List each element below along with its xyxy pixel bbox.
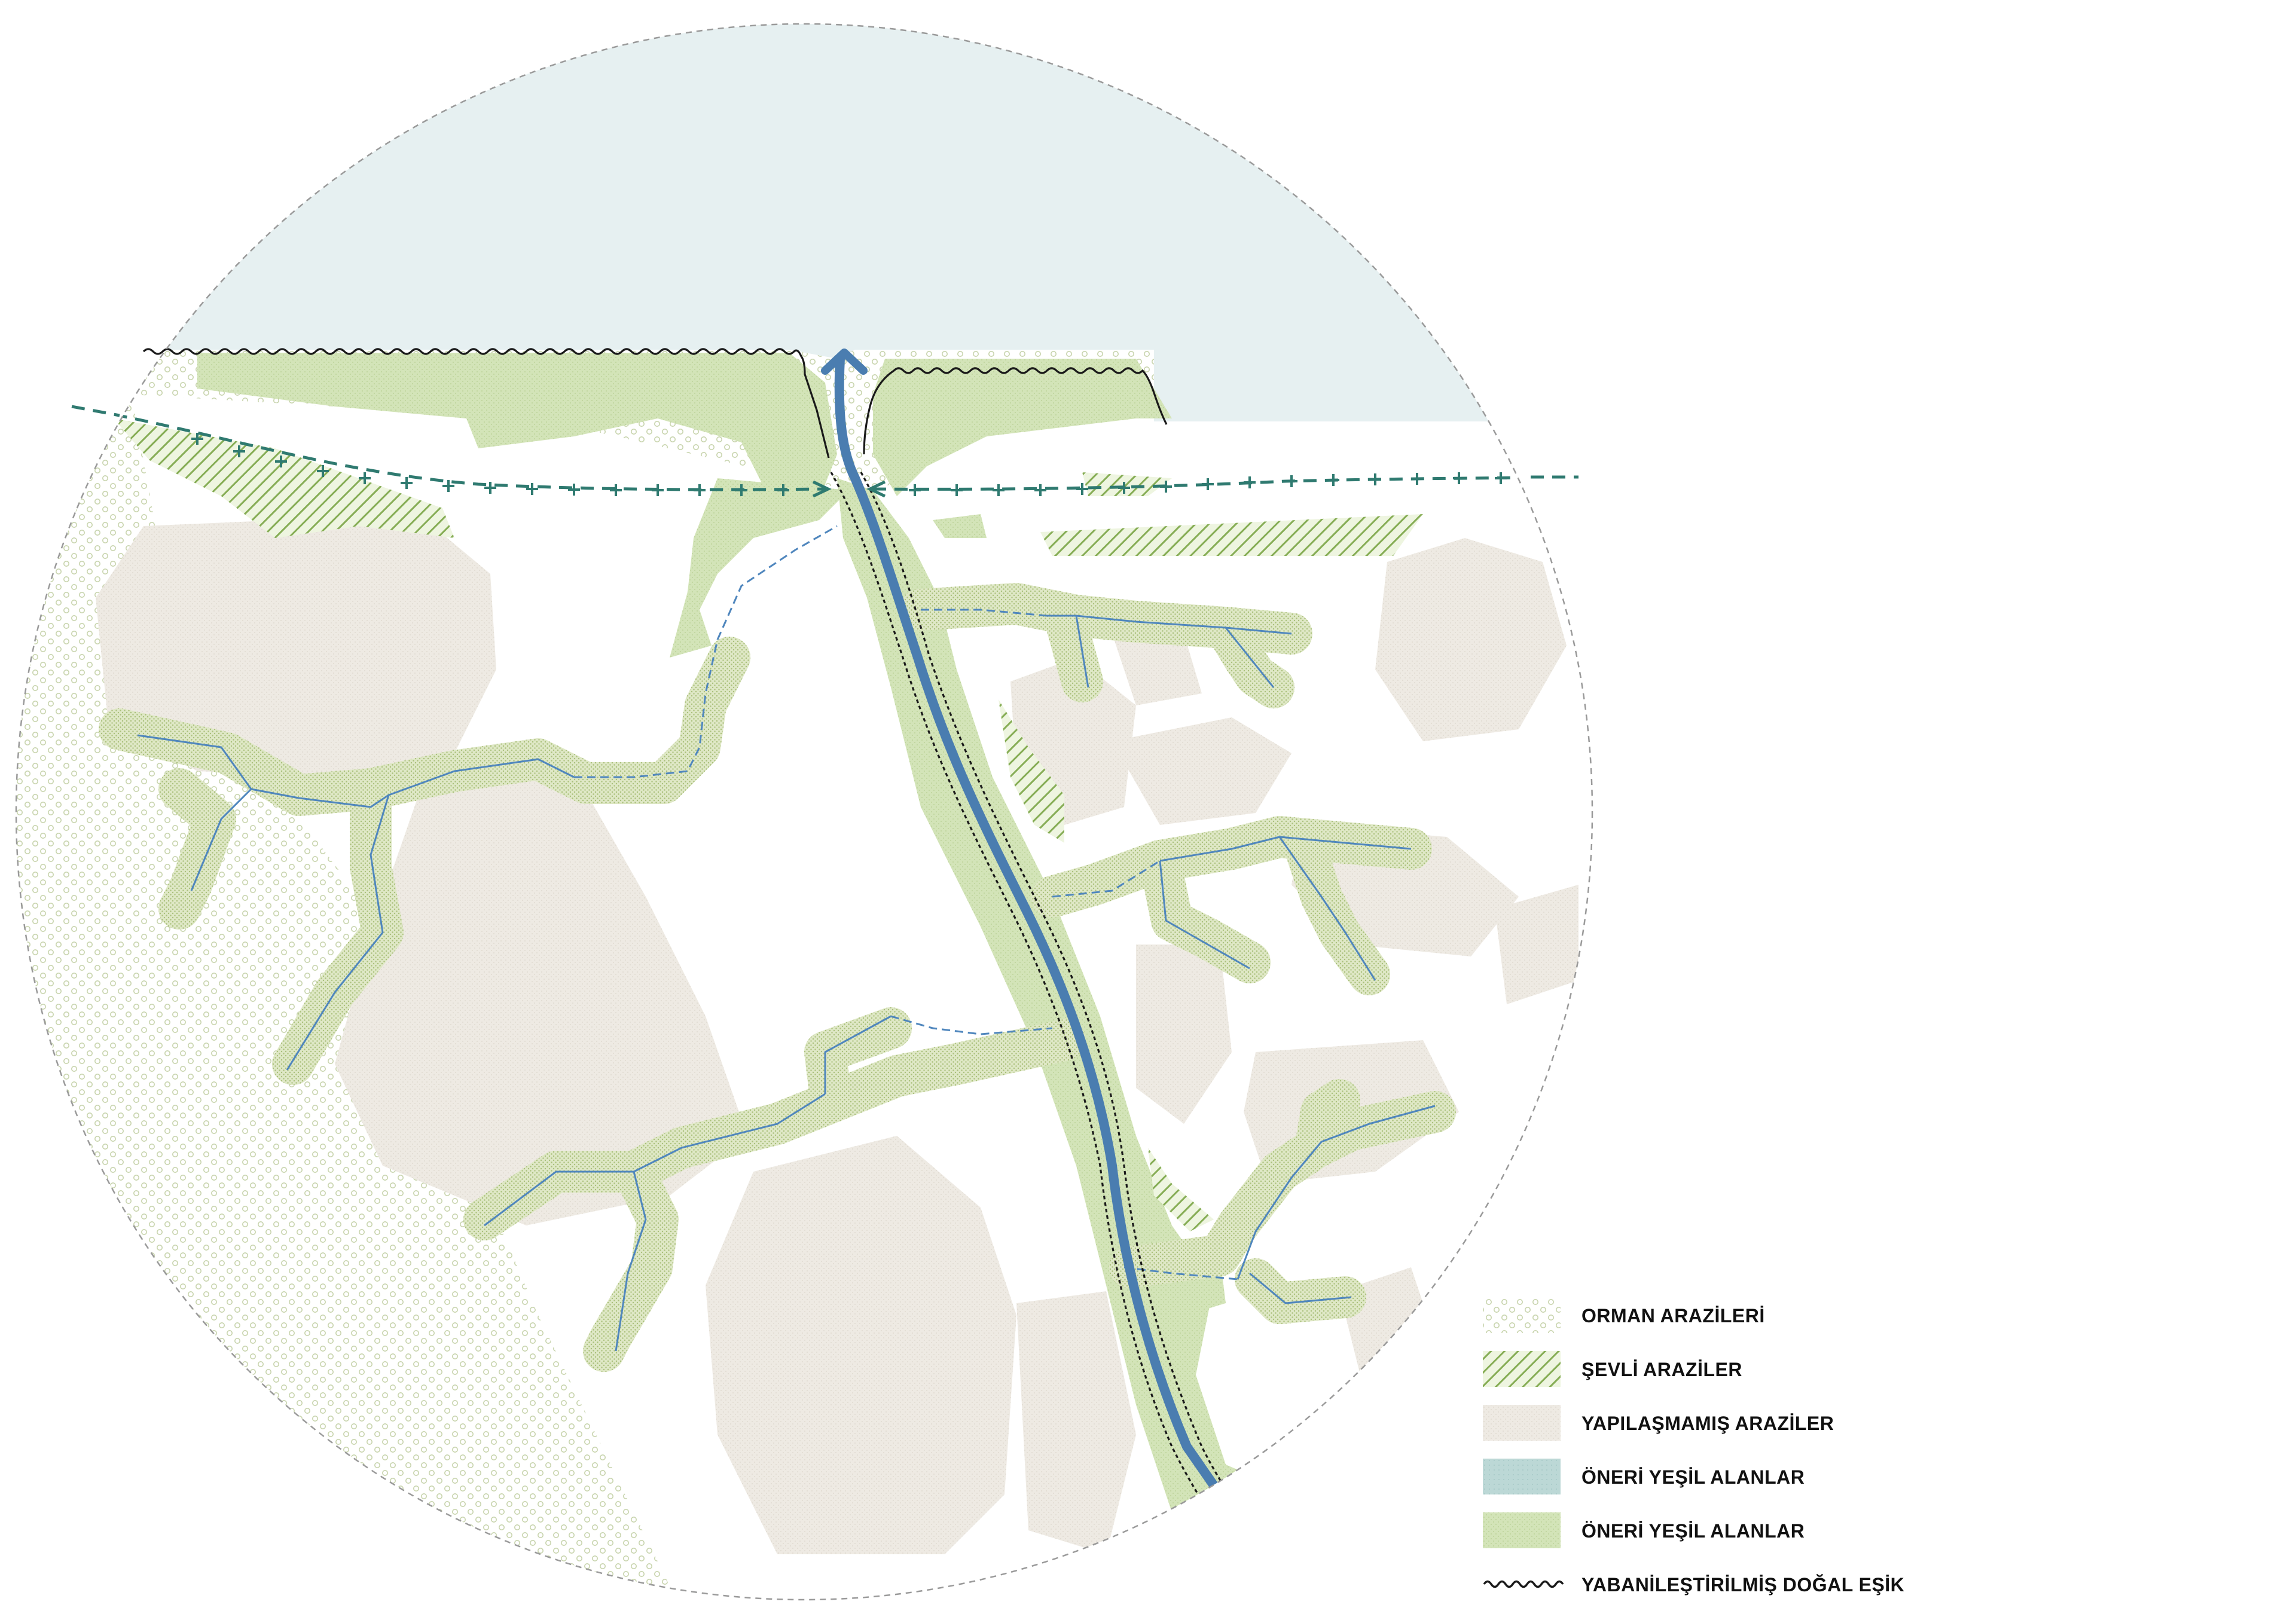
threshold-arrow-right [866,480,886,498]
coast-wild-edge [142,348,830,459]
streams [137,615,1436,1352]
legend: ORMAN ARAZİLERİ ŞEVLİ ARAZİLER YAPILAŞMA… [1483,1297,1904,1596]
undeveloped-lands [96,514,1578,1554]
threshold-arrow-left [812,480,832,498]
coast-wild-edge-right [863,367,1168,455]
legend-label-wild-edge: YABANİLEŞTİRİLMİŞ DOĞAL EŞİK [1581,1574,1904,1596]
slope-lands [114,418,1423,1231]
legend-label-teal-green: ÖNERİ YEŞİL ALANLAR [1581,1466,1805,1488]
legend-swatch-wild-edge [1483,1580,1564,1588]
threshold-line-left [71,405,826,491]
threshold-line-right [872,475,1579,491]
legend-label-undeveloped: YAPILAŞMAMIŞ ARAZİLER [1581,1413,1834,1434]
dashed-streams [574,525,1238,1280]
threshold-line-outside-left [71,405,120,417]
legend-swatch-teal [1483,1459,1561,1494]
legend-swatch-forest [1483,1297,1561,1333]
coast-wild-edge-outside [142,348,173,355]
legend-swatch-undeveloped [1483,1405,1561,1441]
legend-label-green: ÖNERİ YEŞİL ALANLAR [1581,1520,1805,1542]
legend-label-slope: ŞEVLİ ARAZİLER [1581,1359,1742,1380]
map-content [16,24,1592,1600]
legend-swatch-green [1483,1512,1561,1548]
map-boundary-circle [15,23,1593,1601]
main-river [834,354,1260,1547]
river-arrow [821,349,868,375]
river-edge-right [860,472,1269,1543]
legend-label-forest: ORMAN ARAZİLERİ [1581,1305,1765,1326]
legend-swatch-slope [1483,1351,1561,1387]
